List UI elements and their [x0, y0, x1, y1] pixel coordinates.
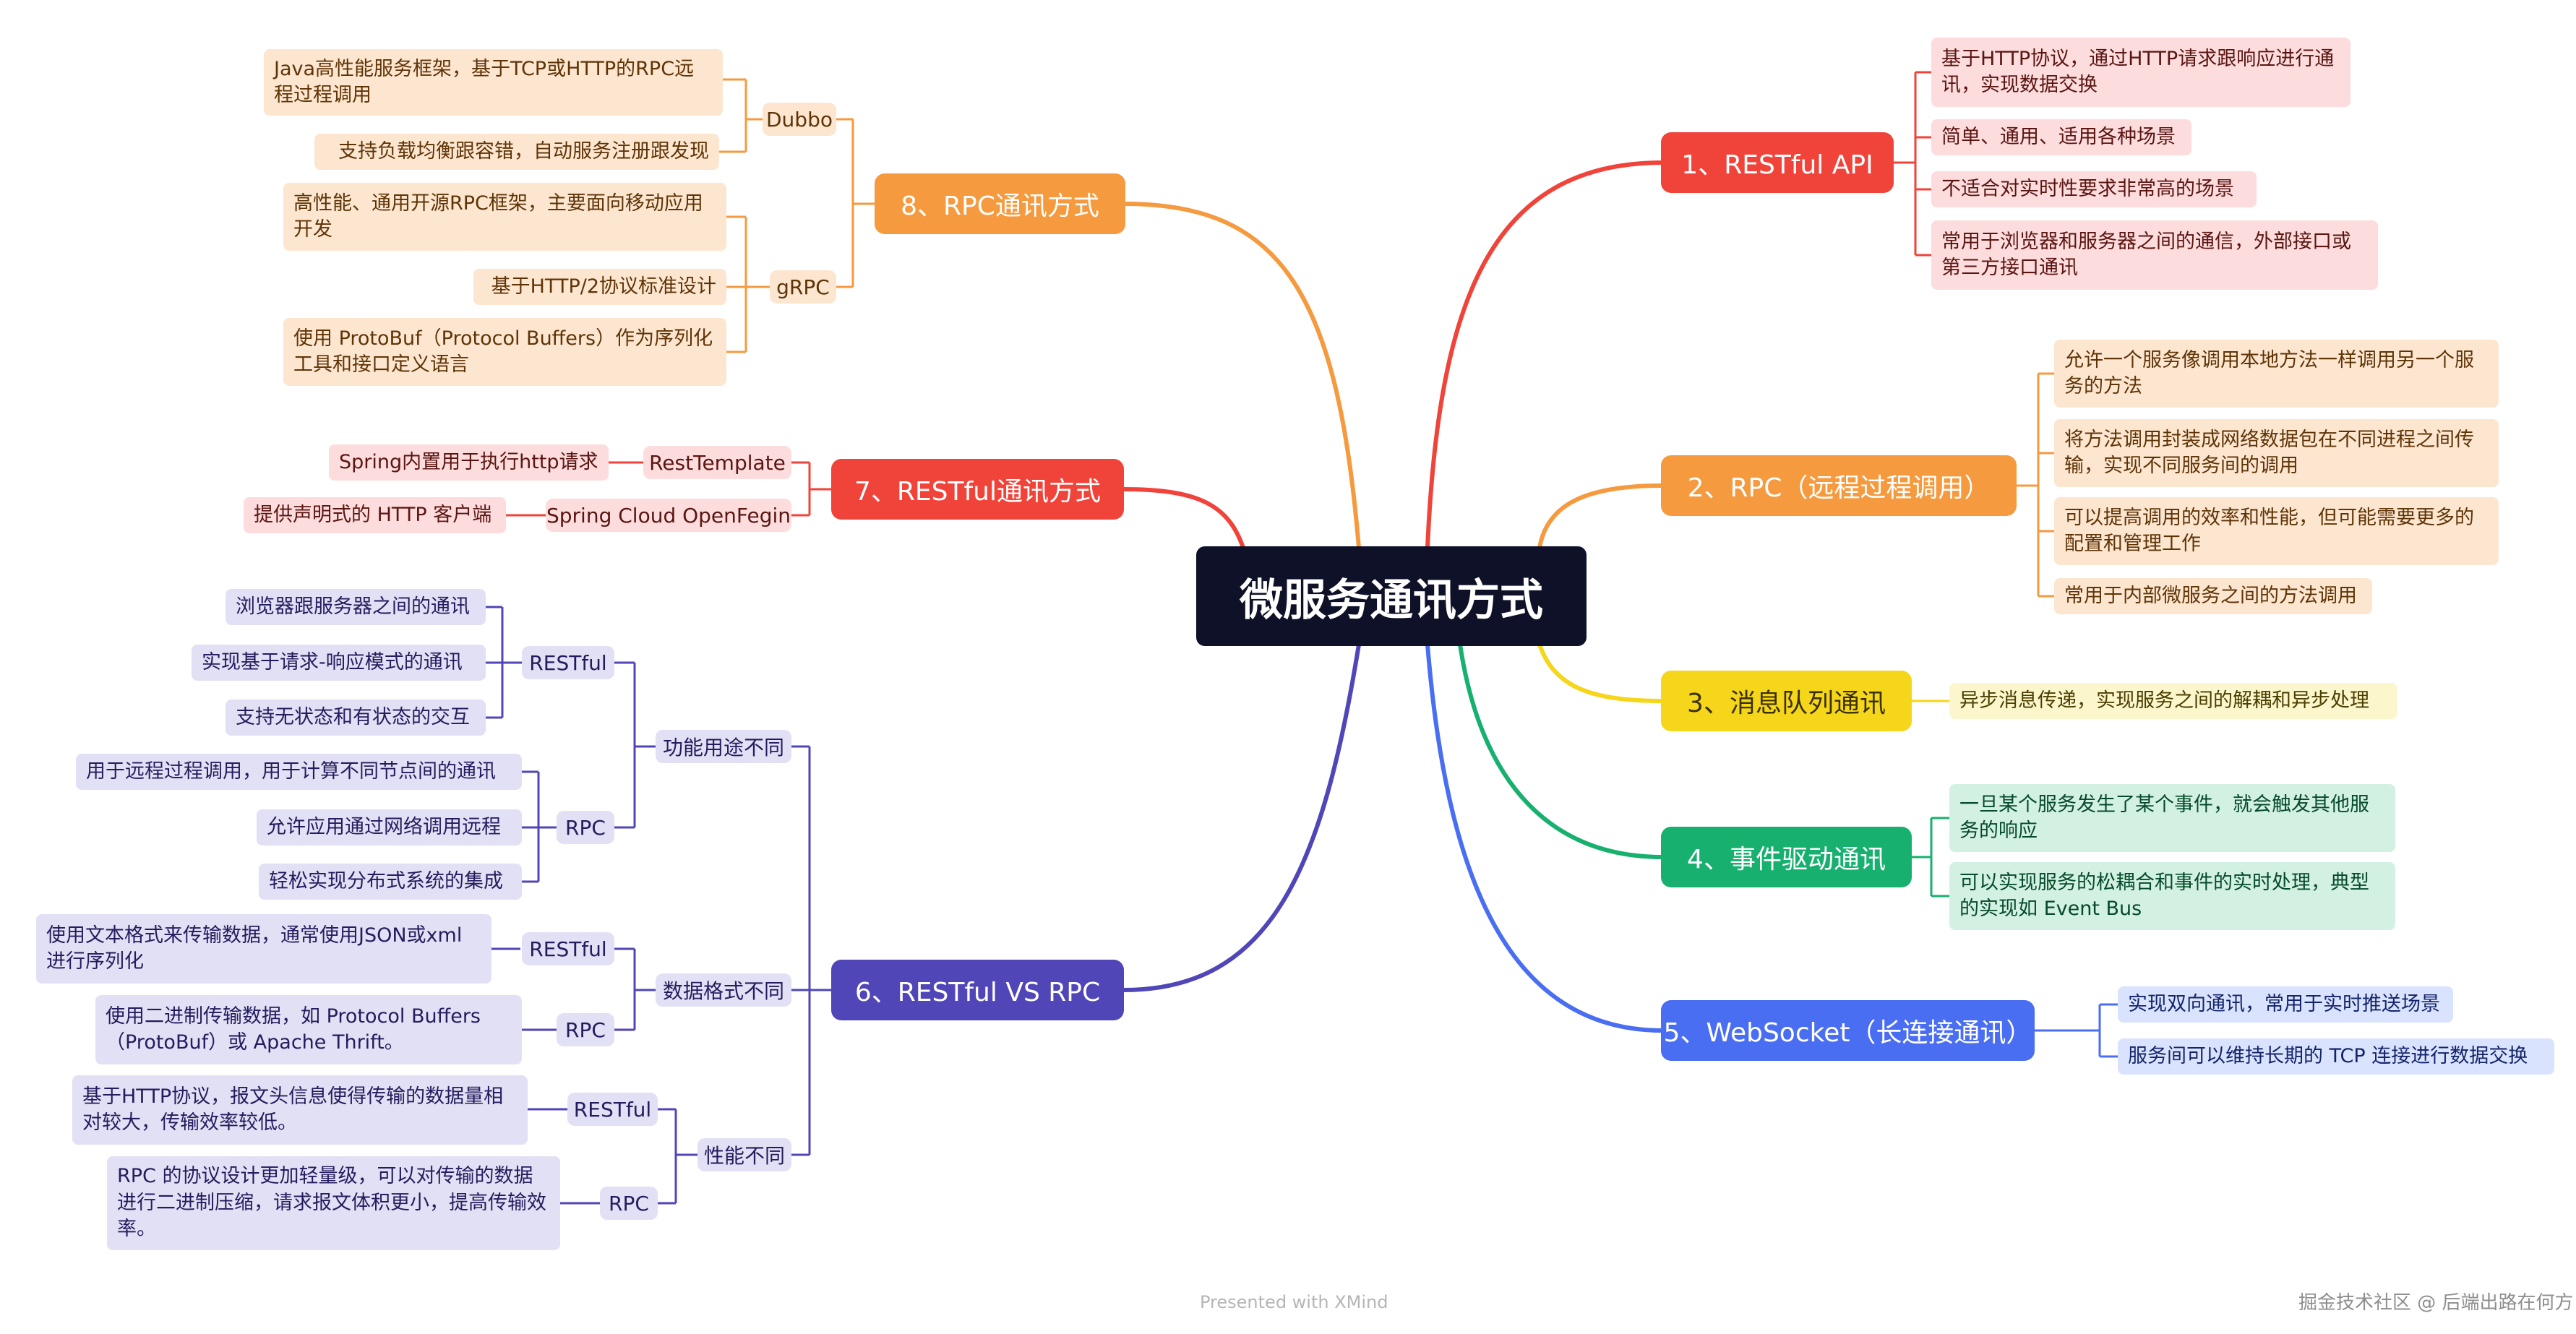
leaf-openfeign-1[interactable]: 提供声明式的 HTTP 客户端: [244, 497, 506, 533]
edge-root-b4: [1458, 642, 1665, 859]
leaf-resttemplate-1[interactable]: Spring内置用于执行http请求: [329, 444, 609, 481]
leaf-dubbo-1[interactable]: Java高性能服务框架，基于TCP或HTTP的RPC远程过程调用: [264, 49, 723, 116]
leaf-rpc-1[interactable]: 允许一个服务像调用本地方法一样调用另一个服务的方法: [2054, 340, 2499, 408]
sub-format-restful[interactable]: RESTful: [522, 932, 614, 965]
branch-event-driven[interactable]: 4、事件驱动通讯: [1661, 827, 1912, 887]
edge-root-b3: [1537, 642, 1665, 703]
leaf-restful-api-3[interactable]: 不适合对实时性要求非常高的场景: [1931, 171, 2257, 207]
group-data-format[interactable]: 数据格式不同: [656, 973, 791, 1007]
leaf-format-rpc-1[interactable]: 使用二进制传输数据，如 Protocol Buffers（ProtoBuf）或 …: [95, 995, 522, 1064]
sub-format-rpc[interactable]: RPC: [557, 1013, 614, 1046]
leaf-event-driven-2[interactable]: 可以实现服务的松耦合和事件的实时处理，典型的实现如 Event Bus: [1949, 862, 2395, 930]
leaf-function-rpc-2[interactable]: 允许应用通过网络调用远程: [257, 809, 522, 845]
leaf-grpc-3[interactable]: 使用 ProtoBuf（Protocol Buffers）作为序列化工具和接口定…: [283, 318, 726, 386]
leaf-format-restful-1[interactable]: 使用文本格式来传输数据，通常使用JSON或xml进行序列化: [36, 914, 491, 984]
watermark: 掘金技术社区 @ 后端出路在何方: [2298, 1292, 2574, 1314]
leaf-function-rpc-3[interactable]: 轻松实现分布式系统的集成: [259, 864, 522, 900]
edge-root-b2: [1537, 483, 1665, 550]
edge-root-b5: [1425, 642, 1665, 1033]
leaf-dubbo-2[interactable]: 支持负载均衡跟容错，自动服务注册跟发现: [314, 134, 719, 170]
edge-root-b1: [1425, 160, 1665, 550]
branch-websocket[interactable]: 5、WebSocket（长连接通讯）: [1661, 1000, 2035, 1061]
leaf-performance-rpc-1[interactable]: RPC 的协议设计更加轻量级，可以对传输的数据进行二进制压缩，请求报文体积更小，…: [107, 1156, 560, 1250]
sub-openfeign[interactable]: Spring Cloud OpenFegin: [546, 499, 791, 532]
root-topic[interactable]: 微服务通讯方式: [1196, 546, 1587, 646]
leaf-function-restful-1[interactable]: 浏览器跟服务器之间的通讯: [226, 589, 486, 625]
leaf-restful-api-1[interactable]: 基于HTTP协议，通过HTTP请求跟响应进行通讯，实现数据交换: [1931, 38, 2350, 107]
branch-rpc-methods[interactable]: 8、RPC通讯方式: [875, 173, 1125, 234]
sub-performance-rpc[interactable]: RPC: [600, 1187, 658, 1220]
sub-grpc[interactable]: gRPC: [770, 270, 836, 304]
leaf-performance-restful-1[interactable]: 基于HTTP协议，报文头信息使得传输的数据量相对较大，传输效率较低。: [72, 1075, 528, 1145]
sub-performance-restful[interactable]: RESTful: [567, 1093, 658, 1126]
branch-restful-methods[interactable]: 7、RESTful通讯方式: [831, 459, 1124, 520]
branch-message-queue[interactable]: 3、消息队列通讯: [1661, 671, 1912, 731]
sub-function-rpc[interactable]: RPC: [557, 811, 614, 844]
leaf-rpc-4[interactable]: 常用于内部微服务之间的方法调用: [2054, 578, 2372, 614]
branch-restful-api[interactable]: 1、RESTful API: [1661, 132, 1894, 193]
leaf-websocket-2[interactable]: 服务间可以维持长期的 TCP 连接进行数据交换: [2118, 1038, 2554, 1075]
edge-root-b7: [1122, 487, 1245, 550]
branch-rpc[interactable]: 2、RPC（远程过程调用）: [1661, 455, 2017, 516]
leaf-restful-api-2[interactable]: 简单、通用、适用各种场景: [1931, 119, 2191, 155]
group-function[interactable]: 功能用途不同: [656, 730, 791, 763]
leaf-websocket-1[interactable]: 实现双向通讯，常用于实时推送场景: [2118, 986, 2453, 1023]
leaf-restful-api-4[interactable]: 常用于浏览器和服务器之间的通信，外部接口或第三方接口通讯: [1931, 220, 2378, 290]
sub-dubbo[interactable]: Dubbo: [763, 103, 836, 136]
group-performance[interactable]: 性能不同: [697, 1138, 791, 1171]
leaf-grpc-1[interactable]: 高性能、通用开源RPC框架，主要面向移动应用开发: [283, 183, 726, 251]
branch-restful-vs-rpc[interactable]: 6、RESTful VS RPC: [831, 960, 1124, 1020]
leaf-event-driven-1[interactable]: 一旦某个服务发生了某个事件，就会触发其他服务的响应: [1949, 784, 2395, 852]
edge-root-b6: [1122, 642, 1361, 992]
leaf-rpc-3[interactable]: 可以提高调用的效率和性能，但可能需要更多的配置和管理工作: [2054, 497, 2499, 565]
leaf-rpc-2[interactable]: 将方法调用封装成网络数据包在不同进程之间传输，实现不同服务间的调用: [2054, 419, 2499, 487]
leaf-function-restful-2[interactable]: 实现基于请求-响应模式的通讯: [192, 645, 486, 681]
leaf-grpc-2[interactable]: 基于HTTP/2协议标准设计: [473, 269, 726, 305]
edge-root-b8: [1122, 202, 1361, 550]
sub-function-restful[interactable]: RESTful: [522, 646, 614, 679]
leaf-function-restful-3[interactable]: 支持无状态和有状态的交互: [226, 700, 486, 736]
footer-credit: Presented with XMind: [1200, 1292, 1388, 1312]
sub-resttemplate[interactable]: RestTemplate: [643, 446, 791, 479]
leaf-message-queue-1[interactable]: 异步消息传递，实现服务之间的解耦和异步处理: [1949, 683, 2397, 719]
leaf-function-rpc-1[interactable]: 用于远程过程调用，用于计算不同节点间的通讯: [76, 754, 522, 790]
